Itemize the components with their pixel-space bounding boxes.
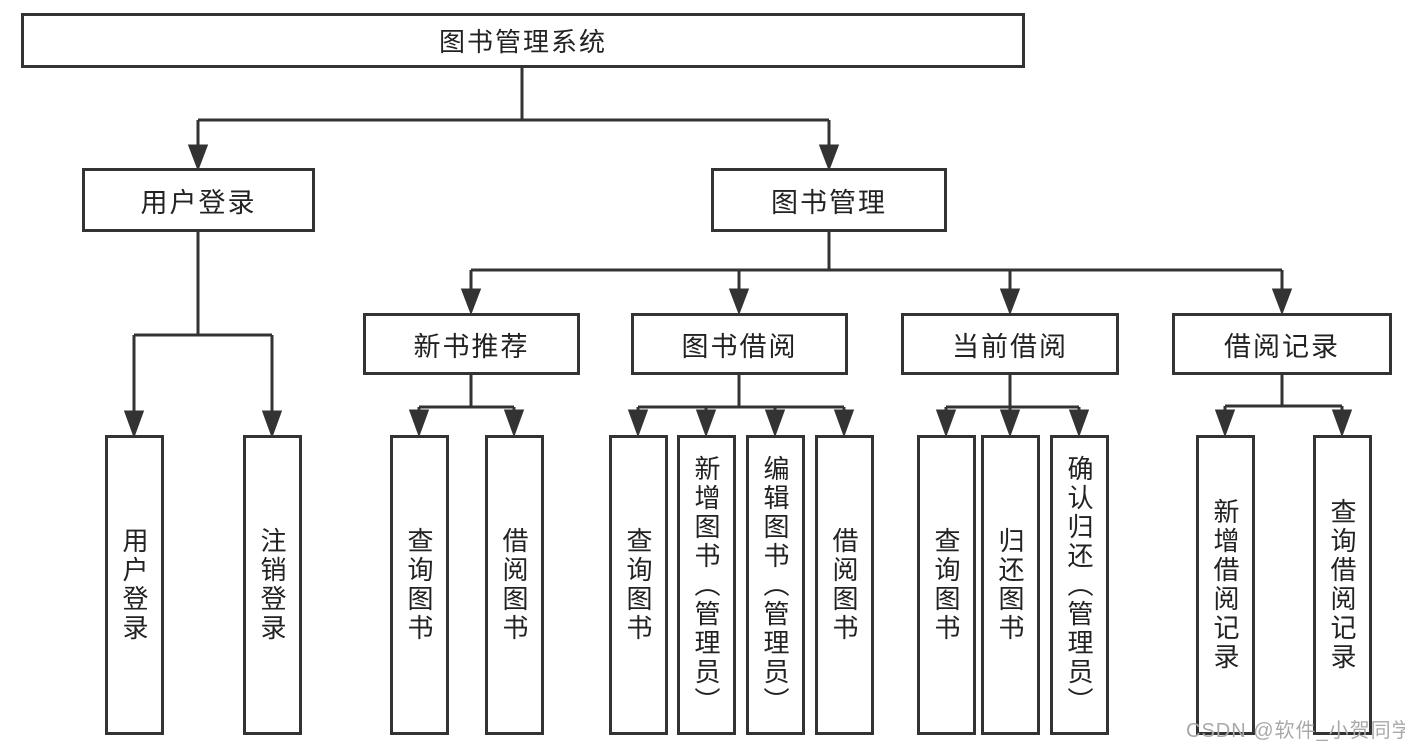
node-label: 归还图书 xyxy=(995,527,1025,643)
node-label: 借阅记录 xyxy=(1224,331,1340,362)
node-label: 新书推荐 xyxy=(413,331,530,362)
connector-book-mgmt-to-level3 xyxy=(460,232,1293,316)
leaf-borrow-books-recommend: 借阅图书 xyxy=(485,435,544,735)
leaf-logout: 注销登录 xyxy=(243,435,302,735)
arrow-head xyxy=(261,410,283,439)
leaf-confirm-return-admin: 确认归还（管理员） xyxy=(1050,435,1109,735)
arrow-head xyxy=(728,288,750,316)
arrow-head xyxy=(833,409,855,438)
csdn-watermark: CSDN @软件_小贺同学 xyxy=(1186,720,1405,742)
arrow-head xyxy=(764,409,786,438)
arrow-head xyxy=(460,288,482,316)
node-borrow-records: 借阅记录 xyxy=(1172,313,1392,375)
node-library-system: 图书管理系统 xyxy=(21,13,1025,68)
node-label: 图书管理 xyxy=(771,187,887,218)
arrow-head xyxy=(818,144,840,172)
leaf-query-books-current: 查询图书 xyxy=(917,435,976,735)
arrow-head xyxy=(695,409,717,438)
node-label: 图书管理系统 xyxy=(438,27,607,57)
arrow-head xyxy=(187,144,209,172)
arrow-head xyxy=(627,409,649,438)
leaf-query-books-recommend: 查询图书 xyxy=(390,435,449,735)
node-label: 新增借阅记录 xyxy=(1210,498,1240,672)
node-new-book-recommend: 新书推荐 xyxy=(363,313,580,375)
leaf-add-borrow-record: 新增借阅记录 xyxy=(1196,435,1255,735)
node-label: 编辑图书（管理员） xyxy=(760,454,790,716)
leaf-query-books-borrow: 查询图书 xyxy=(609,435,668,735)
arrow-head xyxy=(999,288,1021,316)
node-label: 借阅图书 xyxy=(829,527,859,643)
arrow-head xyxy=(123,410,145,439)
connector-user-login-children xyxy=(123,232,283,439)
arrow-head xyxy=(408,409,430,438)
arrow-head xyxy=(1214,409,1236,438)
leaf-edit-books-admin: 编辑图书（管理员） xyxy=(746,435,805,735)
node-label: 新增图书（管理员） xyxy=(691,454,721,716)
node-user-login: 用户登录 xyxy=(82,168,315,232)
connector-borrow-records-children xyxy=(1214,375,1353,438)
node-label: 查询图书 xyxy=(931,527,961,643)
node-label: 用户登录 xyxy=(140,187,257,218)
node-book-management: 图书管理 xyxy=(711,168,947,232)
leaf-add-books-admin: 新增图书（管理员） xyxy=(677,435,736,735)
node-label: 查询图书 xyxy=(404,527,434,643)
node-label: 图书借阅 xyxy=(681,331,798,362)
arrow-head xyxy=(935,409,957,438)
connector-root-to-level2 xyxy=(187,68,840,172)
leaf-return-books: 归还图书 xyxy=(981,435,1040,735)
node-label: 用户登录 xyxy=(119,527,149,643)
connector-current-borrow-children xyxy=(935,375,1090,438)
arrow-head xyxy=(503,409,525,438)
arrow-head xyxy=(999,409,1021,438)
leaf-borrow-books: 借阅图书 xyxy=(815,435,874,735)
node-label: 查询图书 xyxy=(623,527,653,643)
connector-book-borrow-children xyxy=(627,375,855,438)
node-label: 查询借阅记录 xyxy=(1327,498,1357,672)
arrow-head xyxy=(1331,409,1353,438)
connector-new-book-children xyxy=(408,375,525,438)
node-label: 确认归还（管理员） xyxy=(1064,454,1094,716)
arrow-head xyxy=(1271,288,1293,316)
leaf-query-borrow-record: 查询借阅记录 xyxy=(1313,435,1372,735)
node-label: 借阅图书 xyxy=(499,527,529,643)
leaf-user-login: 用户登录 xyxy=(105,435,164,735)
node-label: 当前借阅 xyxy=(952,331,1068,362)
node-book-borrow: 图书借阅 xyxy=(631,313,848,375)
node-label: 注销登录 xyxy=(257,527,287,643)
arrow-head xyxy=(1068,409,1090,438)
node-current-borrow: 当前借阅 xyxy=(901,313,1119,375)
